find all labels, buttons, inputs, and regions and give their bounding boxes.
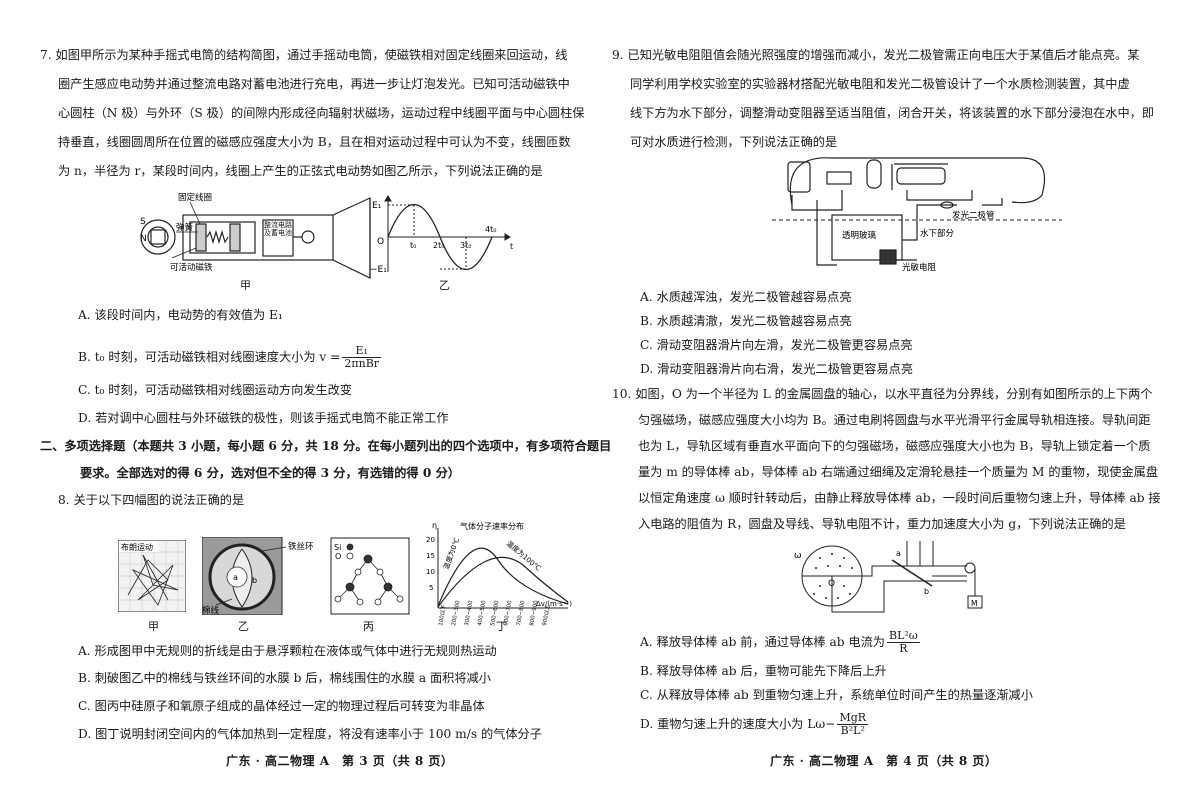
t-axis-label: t bbox=[510, 242, 513, 251]
x-tick: 300~400 bbox=[464, 600, 474, 627]
q8-option-c: C. 图丙中硅原子和氧原子组成的晶体经过一定的物理过程后可转变为非晶体 bbox=[78, 699, 485, 713]
s-pole-label: S bbox=[140, 217, 146, 227]
q8-stem: 8. 关于以下四幅图的说法正确的是 bbox=[58, 493, 245, 507]
rectifier-label: 整流电路及蓄电池 bbox=[264, 221, 292, 237]
2t0-label: 2t₀ bbox=[433, 241, 444, 250]
section-heading-line-1: 二、多项选择题（本题共 3 小题，每小题 6 分，共 18 分。在每小题列出的四… bbox=[40, 439, 612, 453]
si-label: Si bbox=[334, 543, 341, 552]
wire-ring-label: 铁丝环 bbox=[288, 541, 314, 552]
q7-option-d: D. 若对调中心圆柱与外环磁铁的极性，则该手摇式电筒不能正常工作 bbox=[78, 411, 449, 425]
q9-line-4: 可对水质进行检测，下列说法正确的是 bbox=[630, 135, 838, 149]
glass-label: 透明玻璃 bbox=[842, 230, 877, 241]
weight-label: M bbox=[971, 599, 977, 608]
q10-line-2: 匀强磁场，磁感应强度大小均为 B。通过电刷将圆盘与水平光滑平行金属导轨相连接。导… bbox=[638, 413, 1151, 427]
q7-line-3: 心圆柱（N 极）与外环（S 极）的间隙内形成径向辐射状磁场，运动过程中线圈平面与… bbox=[58, 106, 585, 120]
left-page-footer: 广东 · 高二物理 A 第 3 页（共 8 页） bbox=[226, 754, 454, 768]
q10-line-6: 入电路的阻值为 R，圆盘及导线、导轨电阻不计，重力加速度大小为 g，下列说法正确… bbox=[638, 517, 1126, 531]
q7-line-5: 为 n，半径为 r，某段时间内，线圈上产生的正弦式电动势如图乙所示，下列说法正确… bbox=[58, 164, 543, 178]
q8-caption-bing: 丙 bbox=[363, 620, 374, 633]
3t0-label: 3t₀ bbox=[460, 241, 471, 250]
fig-caption-yi: 乙 bbox=[439, 279, 450, 292]
q9-line-1: 9. 已知光敏电阻阻值会随光照强度的增强而减小，发光二极管需正向电压大于某值后才… bbox=[612, 48, 1140, 62]
t0-label: t₀ bbox=[410, 241, 416, 250]
x-tick: 400~500 bbox=[477, 600, 487, 627]
q7-line-2: 圈产生感应电动势并通过整流电路对蓄电池进行充电，再进一步让灯泡发光。已知可活动磁… bbox=[58, 77, 570, 91]
omega-label: ω bbox=[794, 551, 802, 561]
e1-label: E₁ bbox=[372, 201, 382, 211]
q9-option-a: A. 水质越浑浊，发光二极管越容易点亮 bbox=[640, 290, 852, 304]
ldr-label: 光敏电阻 bbox=[902, 262, 937, 273]
x-tick: 200~300 bbox=[451, 600, 461, 627]
q10-line-5: 以恒定角速度 ω 顺时针转动后，由静止释放导体棒 ab，一段时间后重物匀速上升，… bbox=[638, 491, 1161, 505]
4t0-label: 4t₀ bbox=[485, 225, 496, 234]
q10-line-1: 10. 如图，O 为一个半径为 L 的金属圆盘的轴心，以水平直径为分界线，分别有… bbox=[612, 387, 1153, 401]
led-label: 发光二极管 bbox=[952, 210, 995, 221]
wire-ring-figure: 铁丝环 棉线 a b bbox=[202, 537, 314, 615]
x-tick: 100以下 bbox=[437, 603, 448, 626]
cotton-label: 棉线 bbox=[202, 605, 220, 615]
brownian-motion-figure: 布朗运动 bbox=[118, 540, 186, 612]
q9-option-d: D. 滑动变阻器滑片向右滑，发光二极管更容易点亮 bbox=[640, 362, 914, 376]
q8-option-d: D. 图丁说明封闭空间内的气体加热到一定程度，将没有速率小于 100 m/s 的… bbox=[78, 727, 542, 741]
q8-caption-ding: 丁 bbox=[496, 620, 507, 633]
spring-label: 弹簧 bbox=[176, 222, 194, 233]
q9-line-3: 线下方为水下部分，调整滑动变阻器至适当阻值，闭合开关，将该装置的水下部分浸泡在水… bbox=[630, 106, 1155, 120]
t100c-label: 温度为100℃ bbox=[505, 539, 543, 573]
x-axis-label: Δv/(m·s⁻¹) bbox=[536, 600, 572, 608]
q10-line-3: 也为 L，导轨区域有垂直水平面向下的匀强磁场，磁感应强度大小也为 B，导轨上锁定… bbox=[638, 439, 1151, 453]
film-a-label: a bbox=[233, 573, 238, 582]
film-b-label: b bbox=[252, 576, 257, 585]
o-label: O bbox=[335, 552, 341, 561]
q9-option-b: B. 水质越清澈，发光二极管越容易点亮 bbox=[640, 314, 852, 328]
q8-caption-yi: 乙 bbox=[238, 620, 249, 633]
q10-option-b: B. 释放导体棒 ab 后，重物可能先下降后上升 bbox=[640, 664, 887, 678]
q7-option-a: A. 该段时间内，电动势的有效值为 E₁ bbox=[78, 308, 283, 322]
origin-label: O bbox=[377, 237, 384, 247]
right-page-footer: 广东 · 高二物理 A 第 4 页（共 8 页） bbox=[770, 754, 998, 768]
speed-distribution-chart: η 气体分子速率分布 20 15 10 5 温度为0℃ 温度为100℃ Δv/(… bbox=[426, 521, 572, 627]
x-tick: 600~700 bbox=[503, 600, 513, 627]
section-heading-line-2: 要求。全部选对的得 6 分，选对但不全的得 3 分，有选错的得 0 分） bbox=[80, 466, 460, 480]
fig-caption-jia: 甲 bbox=[240, 279, 251, 292]
emf-sine-graph: E₁ −E₁ O t₀ 2t₀ 3t₀ 4t₀ t bbox=[370, 195, 513, 275]
q7-line-1: 7. 如图甲所示为某种手摇式电筒的结构简图，通过手摇动电筒，使磁铁相对固定线圈来… bbox=[40, 48, 568, 62]
underwater-label: 水下部分 bbox=[920, 228, 955, 239]
water-quality-circuit: 发光二极管 水下部分 透明玻璃 光敏电阻 bbox=[772, 157, 1062, 273]
x-tick: 500~600 bbox=[490, 600, 500, 627]
q8-caption-jia: 甲 bbox=[148, 620, 159, 633]
brownian-label: 布朗运动 bbox=[121, 542, 153, 552]
y-tick-5: 5 bbox=[429, 584, 433, 592]
silicon-oxygen-figure: Si O bbox=[330, 537, 410, 615]
y-tick-15: 15 bbox=[426, 552, 435, 560]
rod-end-b-label: b bbox=[924, 587, 929, 596]
q10-line-4: 量为 m 的导体棒 ab，导体棒 ab 右端通过细绳及定滑轮悬挂一个质量为 M … bbox=[638, 465, 1159, 479]
n-pole-label: N bbox=[140, 234, 147, 244]
x-tick: 900以上 bbox=[540, 603, 552, 626]
distribution-title: 气体分子速率分布 bbox=[460, 521, 524, 531]
x-tick: 700~800 bbox=[516, 600, 526, 627]
x-tick: 800~900 bbox=[529, 600, 539, 627]
rotating-disk-circuit: ω O a b M bbox=[794, 541, 983, 613]
q7-line-4: 持垂直，线圈圆周所在位置的磁感应强度大小为 B，且在相对运动过程中可认为不变，线… bbox=[58, 135, 571, 149]
fixed-coil-label: 固定线圈 bbox=[178, 192, 212, 203]
neg-e1-label: −E₁ bbox=[370, 265, 387, 275]
y-axis-label: η bbox=[432, 521, 437, 530]
q10-option-c: C. 从释放导体棒 ab 到重物匀速上升，系统单位时间产生的热量逐渐减小 bbox=[640, 688, 1033, 702]
rod-end-a-label: a bbox=[896, 549, 901, 558]
y-tick-20: 20 bbox=[426, 536, 435, 544]
q7-option-c: C. t₀ 时刻，可活动磁铁相对线圈运动方向发生改变 bbox=[78, 383, 353, 397]
q9-line-2: 同学利用学校实验室的实验器材搭配光敏电阻和发光二极管设计了一个水质检测装置，其中… bbox=[630, 77, 1130, 91]
q8-option-a: A. 形成图甲中无规则的折线是由于悬浮颗粒在液体或气体中进行无规则热运动 bbox=[78, 644, 497, 658]
disk-center-label: O bbox=[828, 579, 835, 589]
y-tick-10: 10 bbox=[426, 568, 435, 576]
q8-option-b: B. 刺破图乙中的棉线与铁丝环间的水膜 b 后，棉线围住的水膜 a 面积将减小 bbox=[78, 671, 491, 685]
movable-magnet-label: 可活动磁铁 bbox=[170, 262, 213, 273]
q9-option-c: C. 滑动变阻器滑片向左滑，发光二极管更容易点亮 bbox=[640, 338, 913, 352]
flashlight-diagram: N S 固定线圈 弹簧 可活动磁铁 整流电路及蓄电池 bbox=[140, 192, 371, 279]
